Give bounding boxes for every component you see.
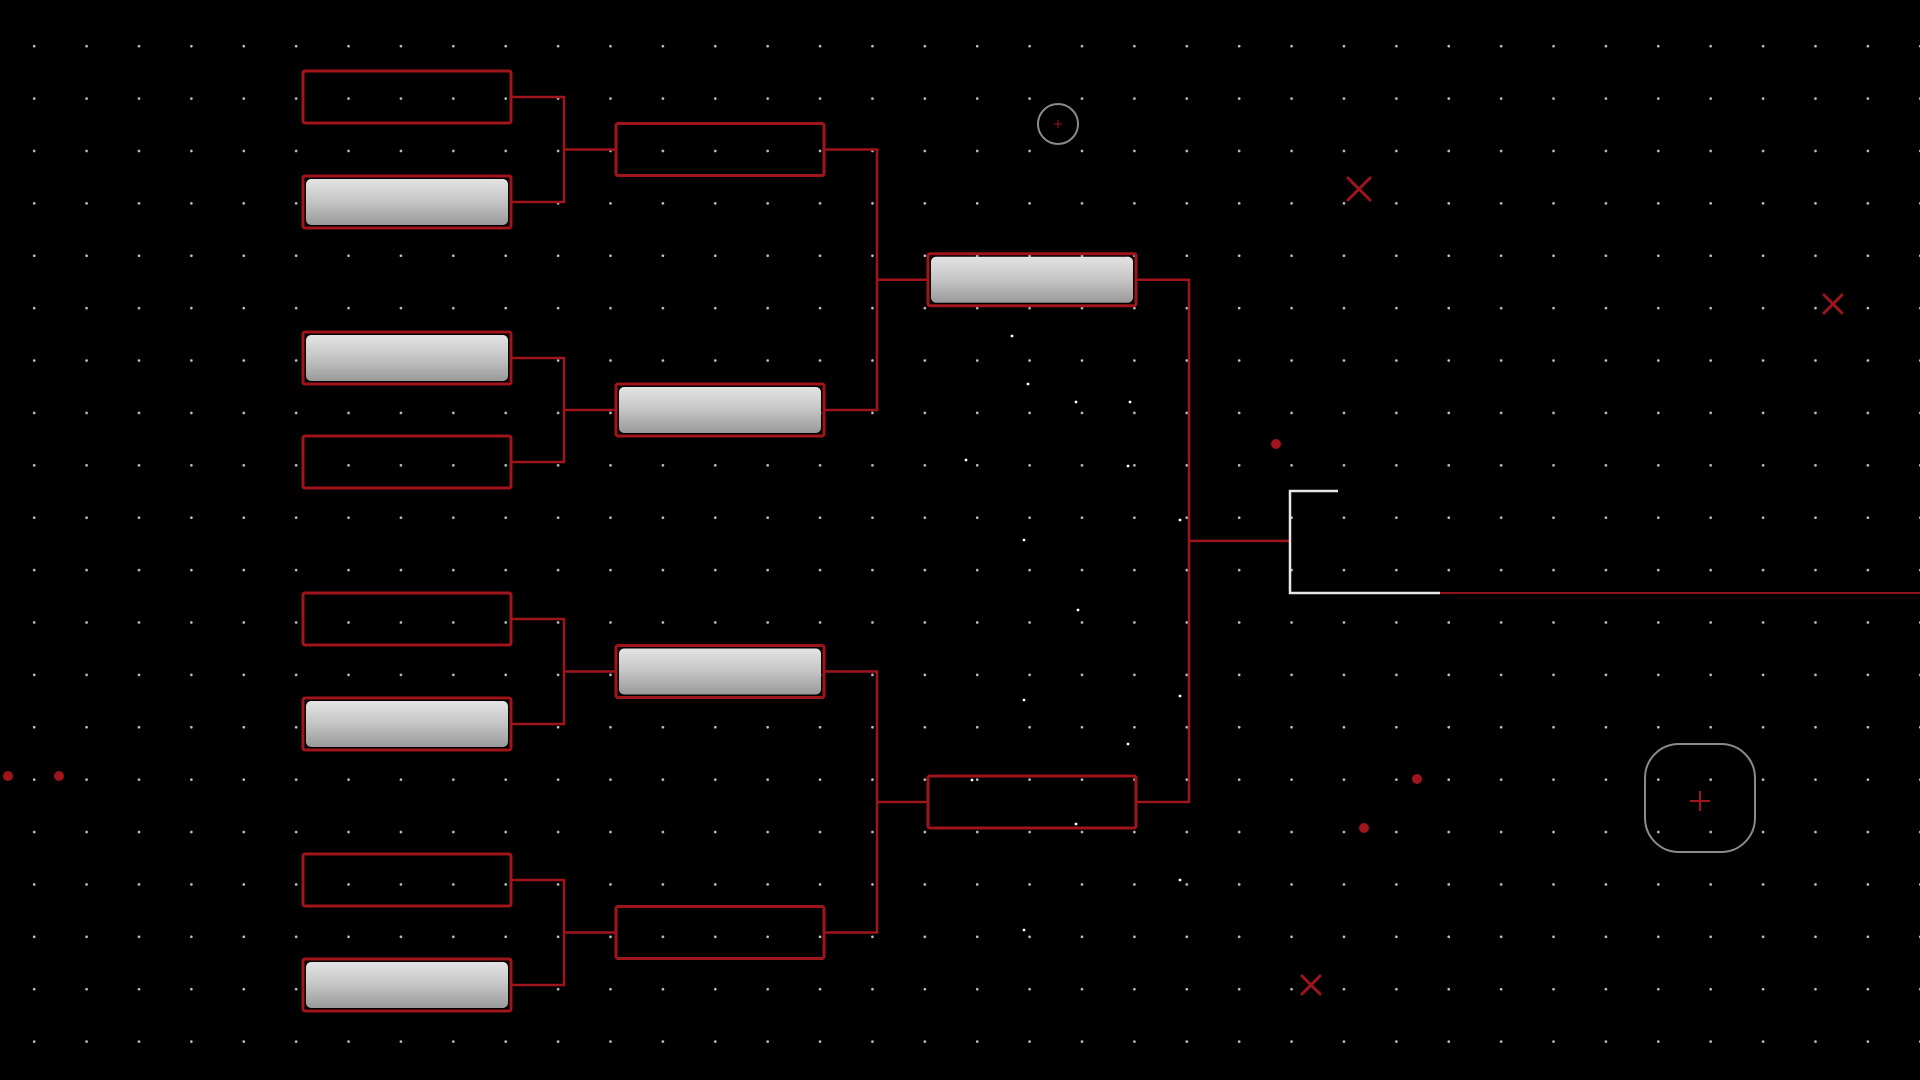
final-bracket-line	[1288, 489, 1440, 595]
close-x-icon	[1822, 293, 1844, 315]
slot-frame	[301, 696, 513, 752]
slot-frame	[301, 69, 513, 125]
bracket-connectors	[511, 95, 1290, 987]
bracket-slot-round-1-2[interactable]	[301, 174, 513, 230]
close-x-icon	[1300, 974, 1322, 996]
star	[1178, 518, 1182, 522]
connector-quarterfinal-1	[824, 148, 928, 412]
decor-dot	[1412, 774, 1422, 784]
star	[1074, 400, 1078, 404]
bracket-slot-semifinal-1[interactable]	[926, 252, 1138, 308]
final-slot[interactable]	[1288, 489, 1920, 595]
bracket-slot-round-1-7[interactable]	[301, 852, 513, 908]
decor-dot	[3, 771, 13, 781]
star	[964, 458, 968, 462]
decor-dot	[1271, 439, 1281, 449]
slot-frame	[926, 774, 1138, 830]
slot-frame	[614, 644, 826, 699]
star	[1022, 928, 1026, 932]
star	[1126, 742, 1130, 746]
connector-round-1-3	[511, 617, 616, 726]
slot-plate	[306, 179, 508, 225]
slot-frame	[301, 174, 513, 230]
connector-round-1-4	[511, 878, 616, 987]
slot-frame	[614, 905, 826, 960]
slot-frame	[301, 434, 513, 490]
slot-plate	[306, 335, 508, 381]
add-plus-icon[interactable]	[1644, 743, 1756, 853]
connector-quarterfinal-2	[824, 670, 928, 934]
slot-frame	[301, 957, 513, 1013]
target-ring-icon	[1037, 103, 1079, 145]
bracket-slot-quarterfinal-3[interactable]	[614, 644, 826, 699]
slot-frame	[301, 330, 513, 386]
bracket-slot-round-1-1[interactable]	[301, 69, 513, 125]
bracket-slot-round-1-5[interactable]	[301, 591, 513, 647]
slot-frame	[301, 591, 513, 647]
connector-round-1-1	[511, 95, 616, 204]
star	[970, 778, 974, 782]
star	[1022, 698, 1026, 702]
slot-plate	[619, 648, 821, 695]
bracket-slot-round-1-4[interactable]	[301, 434, 513, 490]
close-x-icon	[1346, 176, 1372, 202]
slot-plate	[619, 387, 821, 433]
slot-plate	[931, 256, 1133, 303]
decor-dot	[1359, 823, 1369, 833]
star-field	[958, 256, 1182, 932]
star	[1128, 400, 1132, 404]
slot-frame	[614, 122, 826, 177]
decorations	[3, 103, 1844, 996]
connector-round-1-2	[511, 356, 616, 464]
slot-frame	[301, 852, 513, 908]
star	[1126, 464, 1130, 468]
slot-frame	[926, 252, 1138, 308]
bracket-slots	[301, 69, 1138, 1013]
star	[1076, 608, 1080, 612]
bracket-slot-quarterfinal-4[interactable]	[614, 905, 826, 960]
connector-semifinal-1	[1136, 278, 1290, 804]
star	[1026, 382, 1030, 386]
slot-frame	[614, 382, 826, 438]
star	[1010, 334, 1014, 338]
slot-plate	[306, 701, 508, 747]
bracket-slot-round-1-6[interactable]	[301, 696, 513, 752]
star	[1178, 694, 1182, 698]
bracket-slot-quarterfinal-1[interactable]	[614, 122, 826, 177]
star	[1022, 538, 1026, 542]
bracket-slot-quarterfinal-2[interactable]	[614, 382, 826, 438]
star	[1178, 878, 1182, 882]
slot-plate	[306, 962, 508, 1008]
bracket-slot-round-1-8[interactable]	[301, 957, 513, 1013]
bracket-slot-round-1-3[interactable]	[301, 330, 513, 386]
star	[1074, 822, 1078, 826]
decor-dot	[54, 771, 64, 781]
bracket-slot-semifinal-2[interactable]	[926, 774, 1138, 830]
